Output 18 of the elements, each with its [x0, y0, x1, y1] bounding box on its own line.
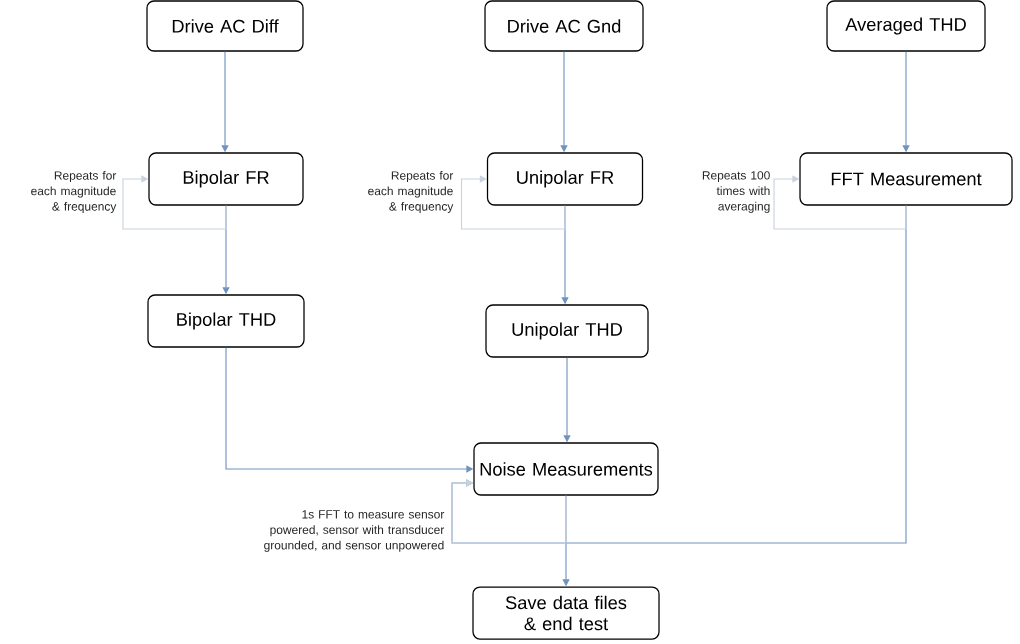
process-box: Averaged THD [826, 0, 986, 52]
process-box: Save data files & end test [472, 586, 660, 640]
edge-label: Repeats for each magnitude & frequency [31, 171, 117, 213]
process-box: FFT Measurement [799, 152, 1013, 206]
edge-label: 1s FFT to measure sensor powered, sensor with transducer grounded, and sensor unpowered [264, 510, 445, 552]
process-box: Unipolar THD [485, 304, 649, 358]
arrow [451, 479, 567, 544]
process-box: Unipolar FR [486, 152, 644, 206]
arrow [122, 175, 227, 230]
process-box: Bipolar THD [147, 294, 305, 348]
process-box: Drive AC Gnd [484, 0, 644, 52]
arrow [773, 175, 907, 230]
process-box: Bipolar FR [148, 152, 304, 206]
arrow [460, 175, 566, 230]
edge-label: Repeats 100 times with averaging [702, 171, 770, 213]
edge-label: Repeats for each magnitude & frequency [368, 171, 454, 213]
process-box: Noise Measurements [473, 442, 659, 496]
process-box: Drive AC Diff [146, 0, 304, 52]
